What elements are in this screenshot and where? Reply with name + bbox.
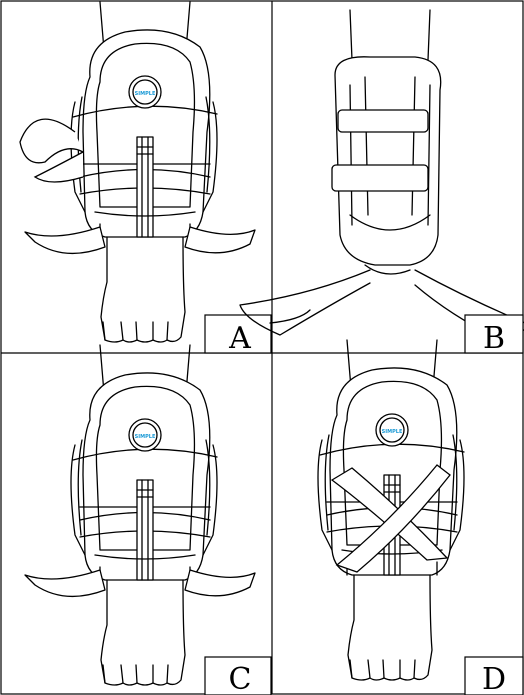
logo-text-d: SIMPLE bbox=[382, 429, 403, 435]
logo-text-c: SIMPLE bbox=[135, 434, 156, 440]
panel-b-label: B bbox=[483, 321, 505, 356]
panel-d: SIMPLE D bbox=[318, 340, 523, 695]
panel-a: SIMPLE A bbox=[20, 2, 271, 356]
panel-c: SIMPLE C bbox=[25, 345, 271, 695]
panel-a-label: A bbox=[228, 321, 251, 356]
panel-c-label: C bbox=[229, 662, 252, 695]
logo-text-a: SIMPLE bbox=[135, 91, 156, 97]
panel-b: B bbox=[240, 10, 524, 356]
panel-d-label: D bbox=[482, 662, 506, 695]
